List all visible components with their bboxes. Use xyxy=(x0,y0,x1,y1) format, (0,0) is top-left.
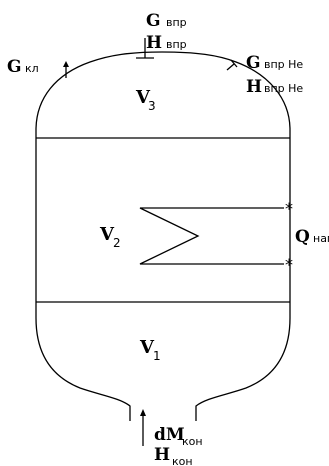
label-v2: V xyxy=(99,224,115,245)
label-h-bottom: H xyxy=(154,445,170,465)
label-g-right: G xyxy=(246,53,261,73)
label-g-top: G xyxy=(146,11,161,31)
right-inlet-line xyxy=(226,63,235,71)
heater-coil xyxy=(139,207,284,265)
label-h-top: H xyxy=(146,33,162,53)
vessel-outline xyxy=(35,51,291,421)
label-q-sub: наг xyxy=(313,232,329,245)
heater-star-top: * xyxy=(285,199,293,218)
bottom-arrow-icon xyxy=(140,409,146,416)
label-v3: V xyxy=(135,87,151,108)
label-g-right-sub: впр Не xyxy=(264,58,303,71)
label-v1-sub: 1 xyxy=(153,349,161,363)
label-v3-sub: 3 xyxy=(148,99,156,113)
label-g-kl-sub: кл xyxy=(25,62,39,75)
heater-star-bottom: * xyxy=(285,255,293,274)
label-v2-sub: 2 xyxy=(113,236,121,250)
label-g-top-sub: впр xyxy=(166,16,187,29)
label-v1: V xyxy=(139,337,155,358)
label-g-kl: G xyxy=(7,57,22,77)
label-h-top-sub: впр xyxy=(166,38,187,51)
label-dm-sub: кон xyxy=(182,435,203,448)
label-h-right: H xyxy=(246,77,262,97)
label-h-bottom-sub: кон xyxy=(172,455,193,466)
label-dm: dM xyxy=(154,425,185,445)
label-h-right-sub: впр Не xyxy=(264,82,303,95)
right-inlet-tick xyxy=(230,59,238,68)
vent-arrow-icon xyxy=(63,61,69,67)
label-q: Q xyxy=(295,227,310,247)
